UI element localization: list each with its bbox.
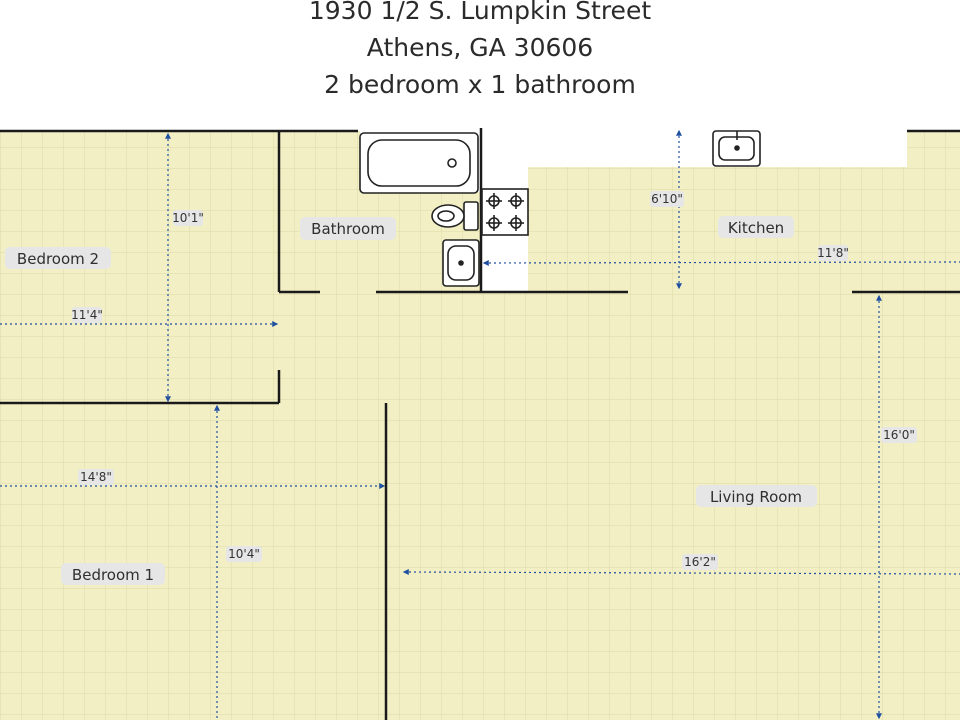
city-line: Athens, GA 30606 xyxy=(366,33,594,62)
label-bg-bathroom xyxy=(300,217,396,240)
room-labels: Bedroom 2 Bathroom Kitchen Bedroom 1 Liv… xyxy=(5,216,817,585)
walls xyxy=(0,128,960,720)
header: 1930 1/2 S. Lumpkin Street Athens, GA 30… xyxy=(0,0,960,130)
dim-label-bedroom2-width: 11'4" xyxy=(71,308,103,322)
label-bg-bedroom2 xyxy=(5,247,111,269)
stove-icon xyxy=(481,188,529,236)
room-label-bedroom1: Bedroom 1 xyxy=(72,566,154,584)
dim-label-kitchen-depth: 6'10" xyxy=(651,192,683,206)
dim-label-bedroom2-depth: 10'1" xyxy=(172,211,204,225)
dim-label-bedroom1-depth: 10'4" xyxy=(228,547,260,561)
room-label-bathroom: Bathroom xyxy=(311,220,385,238)
dimension-labels: 10'1" 11'4" 6'10" 11'8" 14'8" 10'4" 16'0… xyxy=(71,191,917,570)
room-label-kitchen: Kitchen xyxy=(728,219,784,237)
bathtub-icon xyxy=(359,132,479,194)
dim-label-living-width: 16'2" xyxy=(684,555,716,569)
dim-line-kitchen-width xyxy=(482,259,960,266)
dim-label-bedroom1-width: 14'8" xyxy=(80,470,112,484)
label-bg-kitchen xyxy=(718,216,794,238)
toilet-icon xyxy=(431,201,479,231)
layout-line: 2 bedroom x 1 bathroom xyxy=(324,70,636,99)
room-label-living-room: Living Room xyxy=(710,488,802,506)
address-line: 1930 1/2 S. Lumpkin Street xyxy=(308,0,652,25)
kitchen-sink-icon xyxy=(712,130,761,167)
dimension-lines xyxy=(0,129,960,720)
dim-label-living-depth: 16'0" xyxy=(883,428,915,442)
bathroom-sink-icon xyxy=(442,239,480,287)
label-bg-living-room xyxy=(696,485,817,507)
label-bg-bedroom1 xyxy=(61,563,165,585)
room-label-bedroom2: Bedroom 2 xyxy=(17,250,99,268)
kitchen-counter xyxy=(482,131,907,167)
dim-label-kitchen-width: 11'8" xyxy=(817,246,849,260)
